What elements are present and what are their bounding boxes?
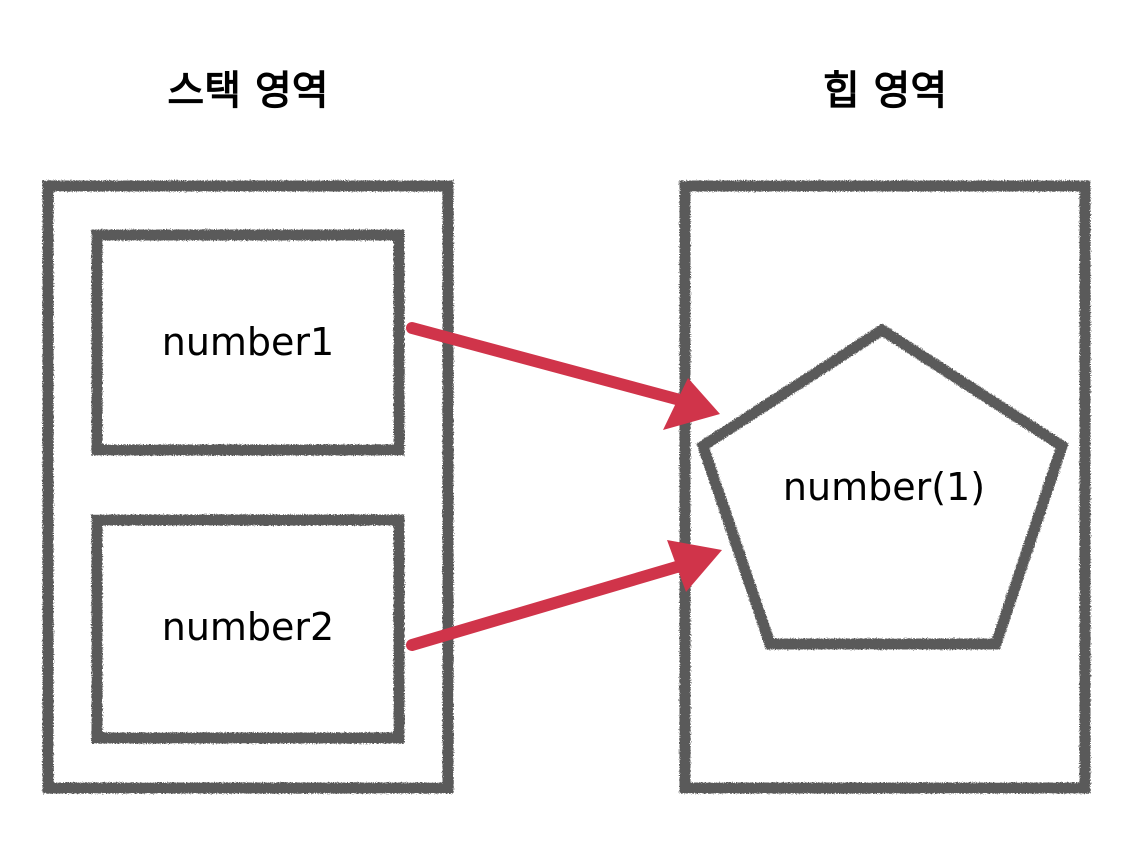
heap-area-title: 힙 영역 [823, 68, 947, 114]
reference-arrow-number1-line [406, 322, 686, 406]
stack-area-title: 스택 영역 [167, 68, 328, 114]
heap-area-box [679, 180, 1091, 794]
reference-arrow-number2-line [406, 560, 686, 651]
variable-box-number1 [91, 229, 405, 456]
variable-label-number1: number1 [162, 320, 334, 364]
heap-object-pentagon [696, 323, 1069, 650]
variable-label-number2: number2 [162, 605, 334, 649]
reference-arrow-number1-head [663, 378, 720, 430]
reference-arrow-number1 [406, 322, 720, 430]
variable-box-number2 [91, 514, 405, 744]
reference-arrow-number2 [406, 540, 722, 651]
reference-arrow-number2-head [667, 540, 722, 592]
heap-object-label: number(1) [783, 465, 985, 509]
stack-area-box [42, 180, 454, 794]
